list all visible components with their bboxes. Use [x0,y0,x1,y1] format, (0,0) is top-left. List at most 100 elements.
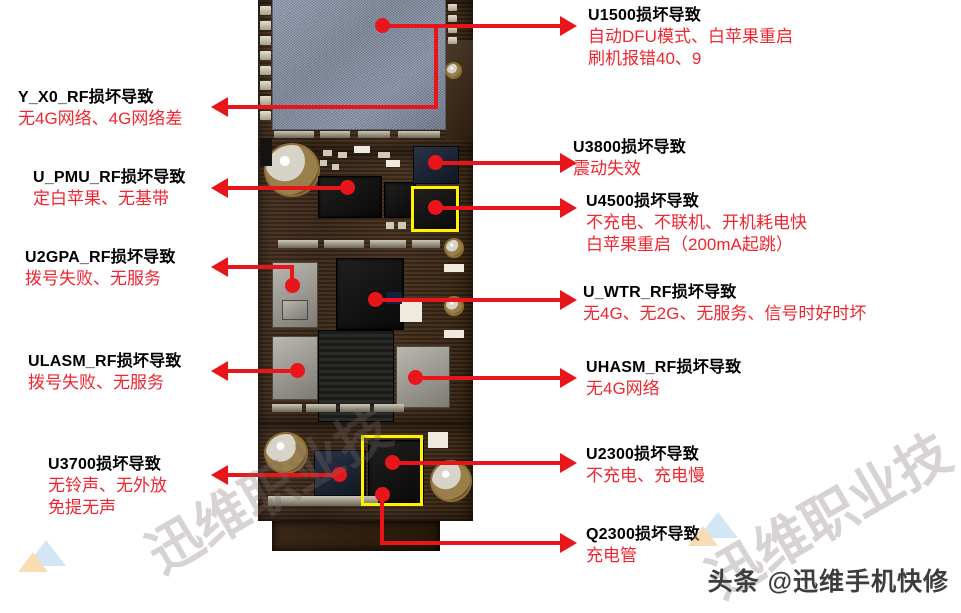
triangle-icon [26,540,66,566]
board-notch [260,138,272,166]
solder-pad [260,36,271,45]
triangle-icon [688,526,718,546]
highlight-box-u2300 [361,435,423,506]
smd-part [323,150,332,156]
callout-arrow-y-x0-rf [211,97,228,117]
label-detail-line: 刷机报错40、9 [588,49,702,69]
label-heading: U3700损坏导致 [48,456,161,473]
brand-watermark: 头条 @迅维手机快修 [707,568,949,596]
bottom-contact-array [268,496,378,506]
callout-line-u2300 [392,461,562,465]
label-u-pmu-rf: U_PMU_RF损坏导致 定白苹果、无基带 [33,168,186,210]
solder-pad [260,51,271,60]
contact-strip [320,131,350,138]
smd-part [444,264,464,272]
label-detail-line: 拨号失败、无服务 [25,269,161,289]
label-detail-line: 自动DFU模式、白苹果重启 [588,27,793,47]
label-heading: U_WTR_RF损坏导致 [583,284,737,301]
callout-line-y-x0-rf [228,105,438,109]
callout-dot-ulasm-rf [290,363,305,378]
screw-hole [445,62,462,79]
label-y-x0-rf: Y_X0_RF损坏导致 无4G网络、4G网络差 [18,88,182,130]
label-heading: U1500损坏导致 [588,7,701,24]
contact-strip [374,404,404,412]
callout-line-y-x0-rf-vert [434,24,438,109]
label-heading: U2GPA_RF损坏导致 [25,249,176,266]
label-heading: U_PMU_RF损坏导致 [33,169,186,186]
solder-pad [448,37,457,44]
callout-line-u3800 [435,161,562,165]
label-heading: ULASM_RF损坏导致 [28,353,182,370]
smd-part [332,164,339,170]
callout-line-u-wtr-rf [375,298,562,302]
callout-arrow-u3700 [211,465,228,485]
callout-line-u4500 [435,206,562,210]
smd-part [338,152,347,158]
callout-arrow-u1500 [560,16,577,36]
callout-arrow-u4500 [560,198,577,218]
logic-board-photo [258,0,473,604]
callout-arrow-u2300 [560,453,577,473]
contact-strip [398,131,440,138]
contact-strip [412,240,440,248]
label-u4500: U4500损坏导致 不充电、不联机、开机耗电快 白苹果重启（200mA起跳） [586,192,807,256]
label-u-wtr-rf: U_WTR_RF损坏导致 无4G、无2G、无服务、信号时好时坏 [583,283,866,325]
callout-line-q2300 [380,541,562,545]
callout-arrow-q2300 [560,533,577,553]
label-uhasm-rf: UHASM_RF损坏导致 无4G网络 [586,358,741,400]
callout-arrow-uhasm-rf [560,368,577,388]
label-heading: U3800损坏导致 [573,139,686,156]
label-detail-line: 拨号失败、无服务 [28,373,164,393]
solder-pad [260,81,271,90]
contact-strip [370,240,406,248]
label-u1500: U1500损坏导致 自动DFU模式、白苹果重启 刷机报错40、9 [588,6,793,70]
smd-led [428,432,448,448]
smd-part [354,146,370,153]
solder-pad [448,4,457,11]
screw-boss-left [264,432,308,474]
label-q2300: Q2300损坏导致 充电管 [586,525,700,567]
contact-strip [272,404,302,412]
solder-pad [260,21,271,30]
callout-line-uhasm-rf [415,376,562,380]
label-detail-line: 定白苹果、无基带 [33,189,169,209]
callout-line-u2gpa-rf [228,265,292,269]
smd-crystal [400,300,422,322]
smd-part [444,330,464,338]
label-heading: Y_X0_RF损坏导致 [18,89,154,106]
callout-line-u3700 [228,473,340,477]
contact-strip [306,404,336,412]
label-heading: U4500损坏导致 [586,193,699,210]
contact-strip [278,240,318,248]
callout-line-u2gpa-rf-vert [290,265,294,283]
callout-arrow-u-pmu-rf [211,178,228,198]
label-detail-line: 免提无声 [48,498,116,518]
callout-line-ulasm-rf [228,369,296,373]
label-detail-line: 无铃声、无外放 [48,476,167,496]
contact-strip [340,404,370,412]
label-heading: U2300损坏导致 [586,446,699,463]
solder-pad [260,6,271,15]
smd-part [386,222,394,229]
label-u3700: U3700损坏导致 无铃声、无外放 免提无声 [48,455,167,519]
screw-boss-right [430,460,472,502]
callout-arrow-u2gpa-rf [211,257,228,277]
label-u3800: U3800损坏导致 震动失效 [573,138,686,180]
label-detail-line: 震动失效 [573,159,641,179]
label-detail-line: 不充电、充电慢 [586,466,705,486]
label-u2300: U2300损坏导致 不充电、充电慢 [586,445,705,487]
solder-pad [448,15,457,22]
callout-arrow-u3800 [560,153,577,173]
solder-pad [260,96,271,105]
rf-coax-socket [444,238,464,258]
label-u2gpa-rf: U2GPA_RF损坏导致 拨号失败、无服务 [25,248,176,290]
callout-arrow-u-wtr-rf [560,290,577,310]
callout-line-q2300-vert [380,493,384,545]
callout-arrow-ulasm-rf [211,361,228,381]
triangle-icon [18,552,48,572]
label-detail-line: 无4G、无2G、无服务、信号时好时坏 [583,304,867,324]
chip-small-grey [282,300,308,320]
callout-dot-u2gpa-rf [285,278,300,293]
solder-pad [260,66,271,75]
label-ulasm-rf: ULASM_RF损坏导致 拨号失败、无服务 [28,352,182,394]
